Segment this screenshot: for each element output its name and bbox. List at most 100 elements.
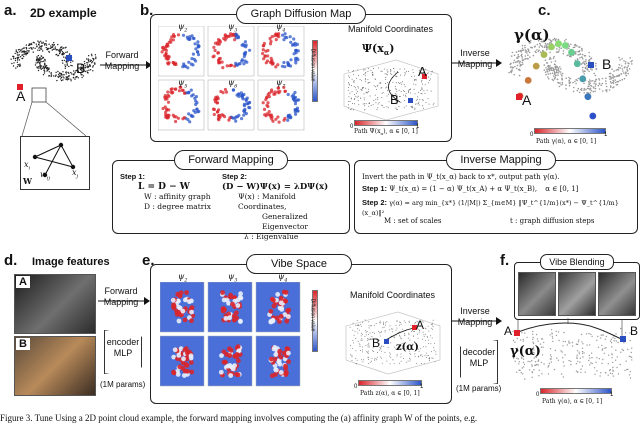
heatmap-mark [170, 35, 174, 39]
forward-step2-lambda: λ : Eigenvalue [244, 232, 299, 241]
scatter-point [531, 365, 533, 367]
scatter-point [612, 337, 614, 339]
scatter-point [366, 331, 368, 332]
scatter-point [580, 63, 583, 65]
scatter-point [532, 341, 534, 343]
scatter-point [75, 76, 77, 79]
scatter-point [351, 356, 353, 358]
heatmap-mark [288, 35, 292, 39]
scatter-point [583, 89, 585, 91]
scatter-point [56, 53, 58, 56]
heatmap-mark [282, 312, 288, 317]
scatter-point [399, 335, 401, 337]
scatter-point [408, 70, 410, 72]
scatter-point [533, 369, 535, 371]
scatter-point [575, 51, 577, 53]
scatter-point [54, 75, 57, 77]
scatter-point [42, 56, 45, 59]
scatter-point [547, 373, 550, 375]
heatmap-mark [268, 36, 272, 41]
scatter-point [383, 324, 385, 326]
scatter-point [399, 324, 400, 326]
scatter-point [522, 338, 524, 341]
scatter-point [620, 351, 622, 353]
psi-e-label-2: ψ2 [178, 272, 188, 284]
scatter-point [402, 94, 404, 96]
inverse-step1: Step 1: Ψ_t(x_α) = (1 − α) Ψ_t(x_A) + α … [362, 184, 634, 194]
scatter-point [382, 105, 383, 107]
scatter-point [552, 79, 555, 82]
scatter-point [537, 50, 540, 53]
scatter-point [380, 104, 382, 106]
heatmap-mark [196, 53, 201, 57]
forward-step1-w: W : affinity graph [144, 192, 211, 201]
scatter-point [59, 48, 61, 50]
heatmap-mark [220, 60, 224, 64]
scatter-point [510, 70, 512, 72]
encoder-params: (1M params) [100, 380, 146, 389]
panel-b-colorbar [312, 40, 318, 102]
heatmap-mark [264, 114, 268, 118]
scatter-point [347, 104, 349, 106]
scatter-point [367, 334, 369, 335]
scatter-point [594, 85, 597, 87]
scatter-point [80, 67, 83, 70]
panel-f-path-cb-min: 0 [536, 392, 540, 398]
scatter-point [88, 69, 90, 71]
heatmap-mark [271, 303, 277, 309]
forward-step2-eq: (D − W)Ψ(x) = λDΨ(x) [222, 182, 329, 192]
scatter-point [80, 66, 82, 68]
heatmap-mark [286, 118, 290, 122]
scatter-point [64, 65, 67, 68]
heatmap-mark [184, 290, 189, 295]
heatmap-mark [185, 35, 189, 39]
scatter-point [553, 71, 556, 74]
heatmap-mark [212, 107, 216, 112]
scatter-point [553, 78, 556, 80]
scatter-point [70, 71, 72, 74]
panel-c-anchor-b: B [602, 56, 612, 72]
inverse-intro: Invert the path in Ψ_t(x_α) back to x*, … [362, 173, 560, 181]
scatter-point [48, 51, 50, 53]
scatter-point [405, 94, 407, 96]
scatter-point [387, 71, 389, 73]
scatter-point [421, 355, 423, 357]
scatter-point [588, 332, 590, 335]
scatter-point [552, 75, 555, 77]
scatter-point [62, 71, 64, 73]
heatmap-mark [216, 40, 220, 45]
scatter-point [555, 74, 557, 76]
scatter-point [435, 351, 437, 353]
scatter-point [361, 351, 363, 353]
scatter-point [367, 352, 369, 354]
scatter-point [516, 357, 518, 359]
scatter-point [347, 89, 349, 91]
scatter-point [589, 364, 591, 366]
scatter-point [89, 69, 92, 71]
scatter-point [47, 67, 49, 69]
scatter-point [591, 335, 593, 338]
scatter-point [396, 103, 398, 105]
scatter-point [64, 67, 66, 69]
heatmap-mark [242, 44, 246, 48]
scatter-point [393, 336, 395, 338]
heatmap-mark [244, 112, 248, 116]
heatmap-mark [221, 297, 227, 303]
scatter-point [408, 321, 410, 323]
panel-e-heatmaps [159, 281, 306, 390]
scatter-point [550, 329, 553, 331]
scatter-point [372, 74, 373, 75]
scatter-point [524, 46, 526, 49]
scatter-point [596, 370, 598, 372]
path-marker [584, 93, 592, 101]
heatmap-mark [182, 373, 187, 378]
scatter-point [434, 342, 436, 344]
scatter-point [561, 74, 563, 77]
scatter-point [605, 82, 607, 85]
scatter-point [545, 67, 547, 69]
heatmap-mark [276, 115, 280, 119]
scatter-point [412, 330, 414, 332]
heatmap-mark [189, 360, 194, 365]
scatter-point [605, 80, 607, 82]
scatter-point [424, 355, 426, 357]
